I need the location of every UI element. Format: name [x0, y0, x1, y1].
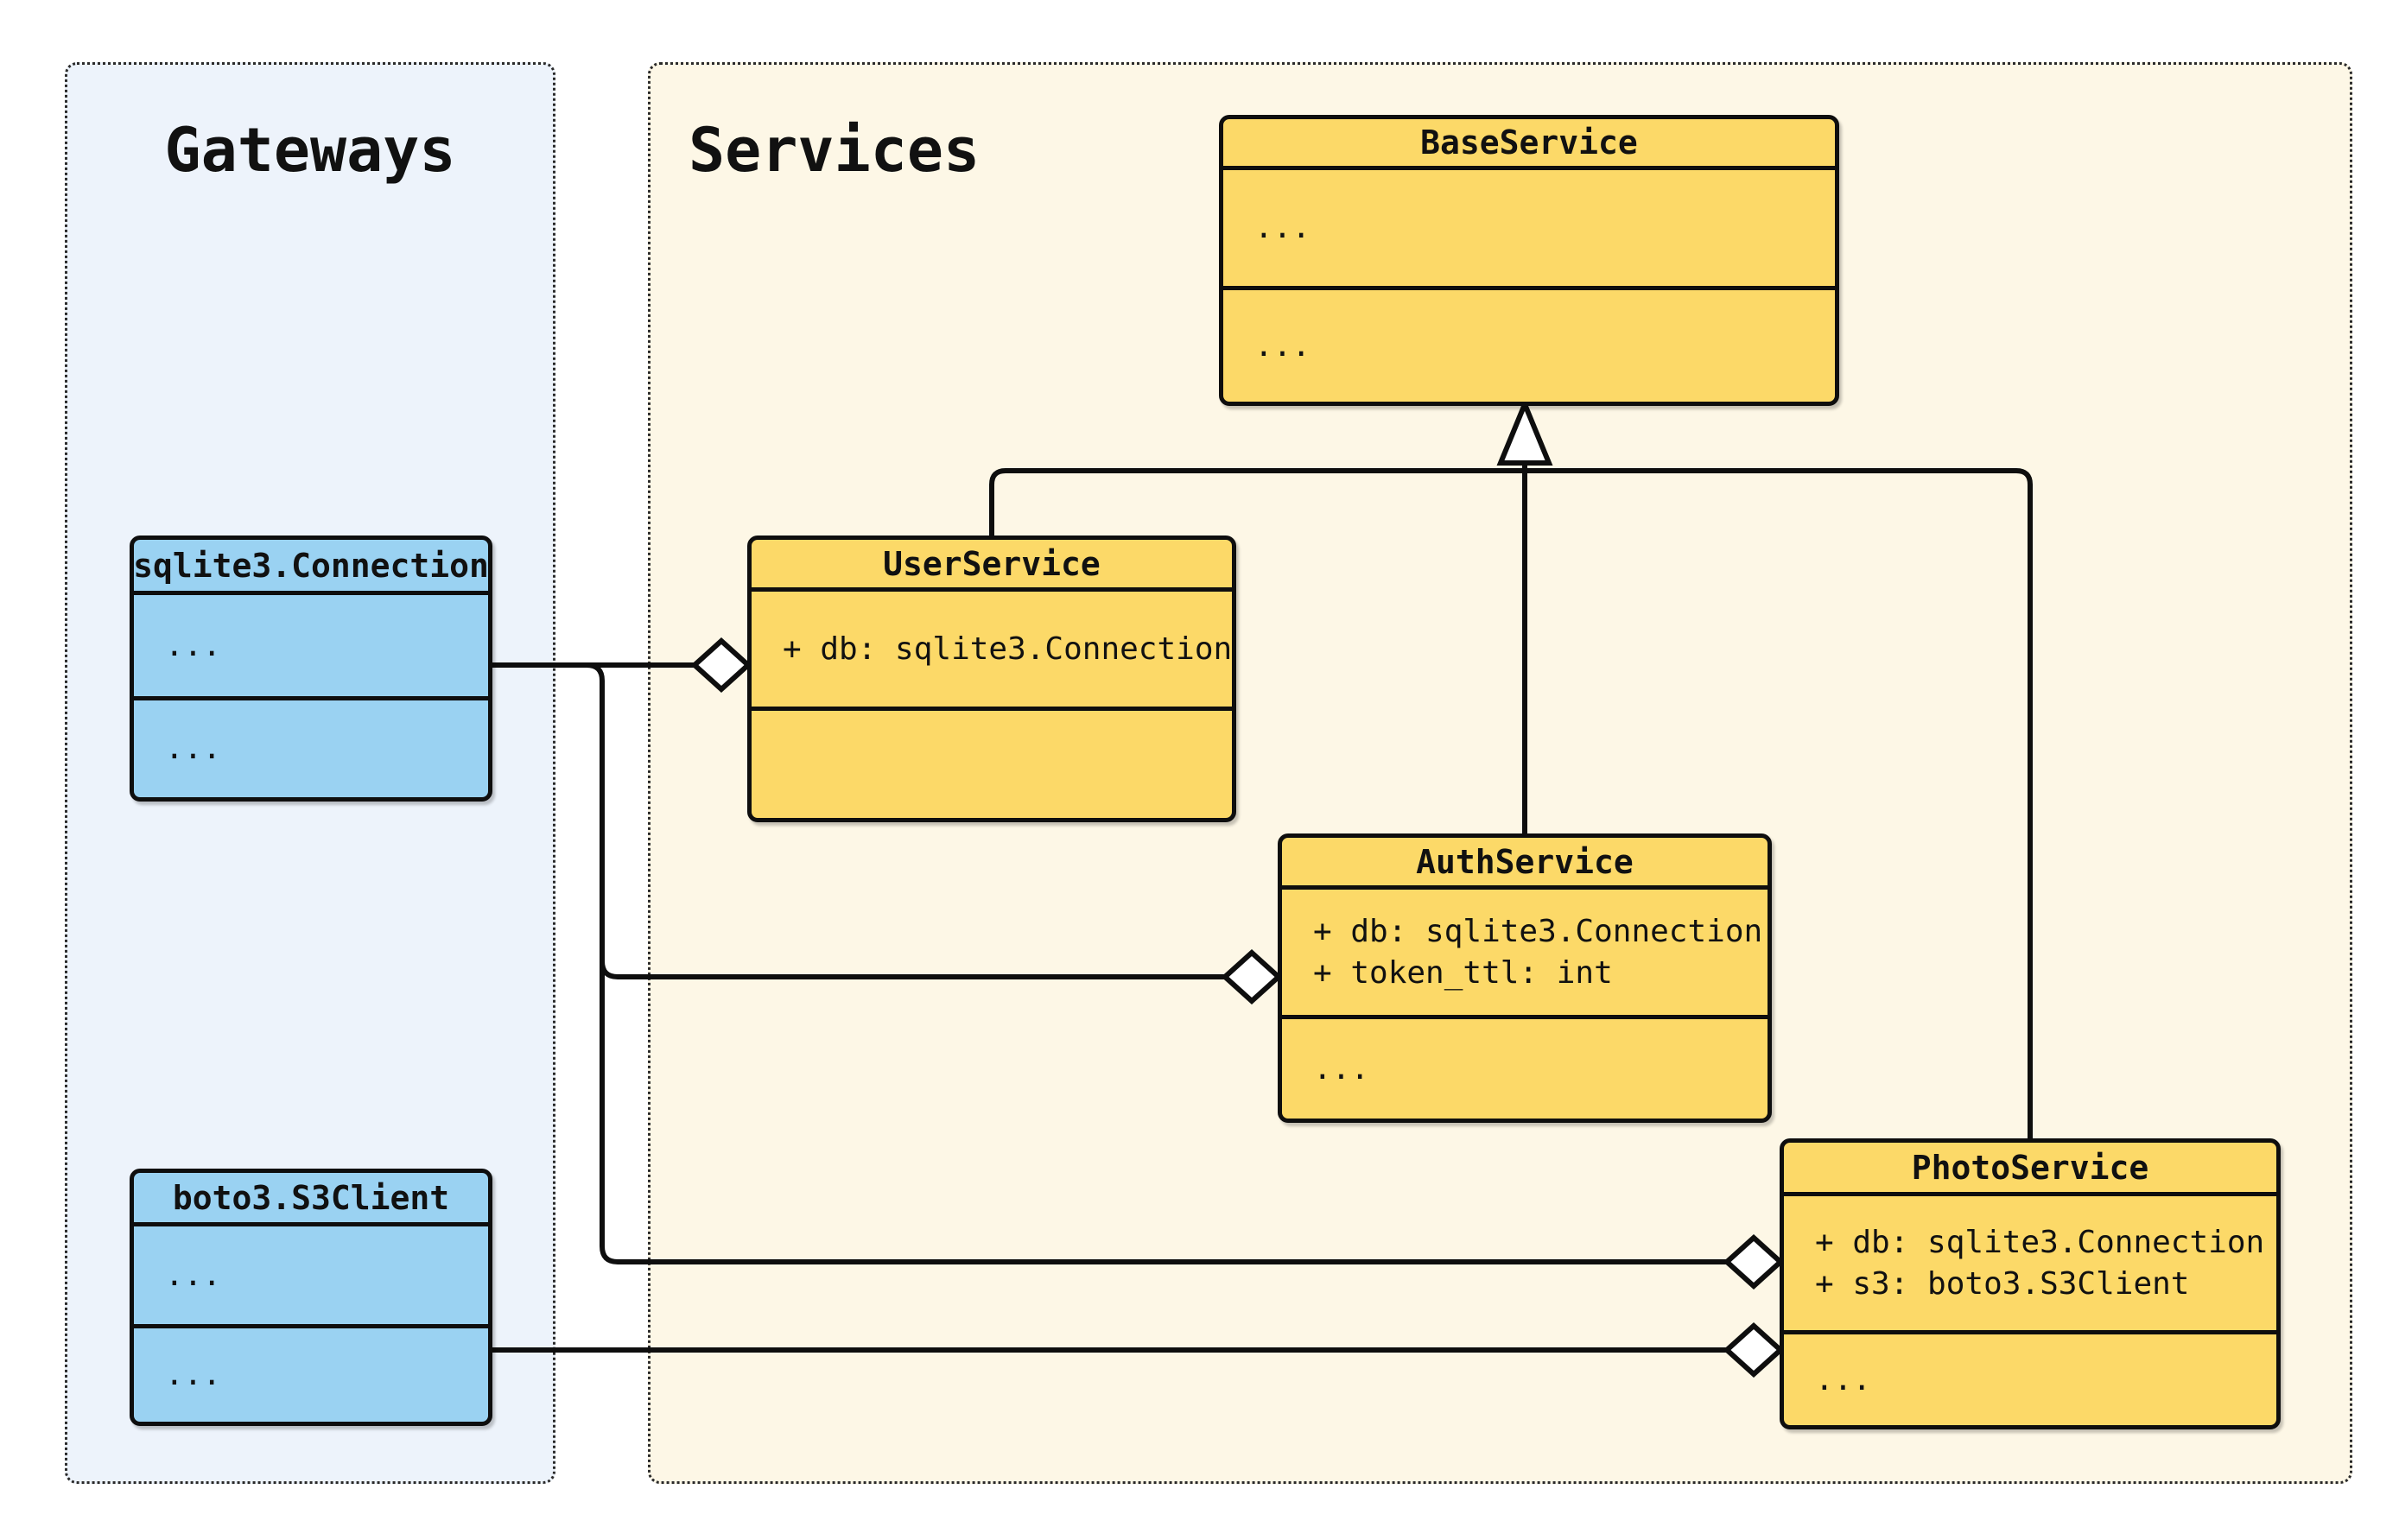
method-line: ... — [165, 731, 222, 766]
class-box-sqlite3-connection: sqlite3.Connection ... ... — [130, 536, 492, 802]
class-methods-section: ... — [134, 700, 488, 797]
class-title: sqlite3.Connection — [134, 540, 488, 595]
class-title: UserService — [752, 540, 1232, 592]
class-title: AuthService — [1282, 838, 1768, 890]
class-methods-section: ... — [1282, 1019, 1768, 1119]
class-methods-section: ... — [134, 1328, 488, 1422]
class-box-userservice: UserService + db: sqlite3.Connection — [747, 536, 1236, 822]
class-box-photoservice: PhotoService + db: sqlite3.Connection + … — [1780, 1138, 2281, 1429]
class-title: BaseService — [1223, 119, 1835, 170]
class-attributes-section: ... — [134, 595, 488, 700]
method-line: ... — [1313, 1050, 1370, 1087]
class-title: boto3.S3Client — [134, 1173, 488, 1226]
class-attributes-section: ... — [1223, 170, 1835, 290]
panel-gateways-title: Gateways — [164, 115, 456, 186]
method-line: ... — [1815, 1361, 1872, 1397]
attribute-line: ... — [165, 1257, 222, 1293]
class-title: PhotoService — [1784, 1143, 2276, 1196]
attribute-line: + token_ttl: int — [1313, 954, 1613, 991]
attribute-line: + db: sqlite3.Connection — [1815, 1224, 2265, 1260]
class-attributes-section: + db: sqlite3.Connection + s3: boto3.S3C… — [1784, 1196, 2276, 1334]
attribute-line: + db: sqlite3.Connection — [1313, 913, 1763, 949]
attribute-line: ... — [1254, 210, 1311, 245]
class-attributes-section: + db: sqlite3.Connection — [752, 592, 1232, 711]
class-methods-section — [752, 711, 1232, 818]
class-attributes-section: ... — [134, 1226, 488, 1328]
class-box-authservice: AuthService + db: sqlite3.Connection + t… — [1278, 833, 1772, 1123]
class-methods-section: ... — [1784, 1334, 2276, 1425]
class-attributes-section: + db: sqlite3.Connection + token_ttl: in… — [1282, 890, 1768, 1019]
attribute-line: + db: sqlite3.Connection — [783, 631, 1233, 667]
method-line: ... — [165, 1357, 222, 1392]
panel-services-title: Services — [689, 115, 981, 186]
attribute-line: + s3: boto3.S3Client — [1815, 1265, 2190, 1302]
class-box-boto3-s3client: boto3.S3Client ... ... — [130, 1169, 492, 1426]
attribute-line: ... — [165, 627, 222, 663]
class-methods-section: ... — [1223, 290, 1835, 402]
class-box-baseservice: BaseService ... ... — [1219, 115, 1839, 406]
method-line: ... — [1254, 327, 1311, 364]
